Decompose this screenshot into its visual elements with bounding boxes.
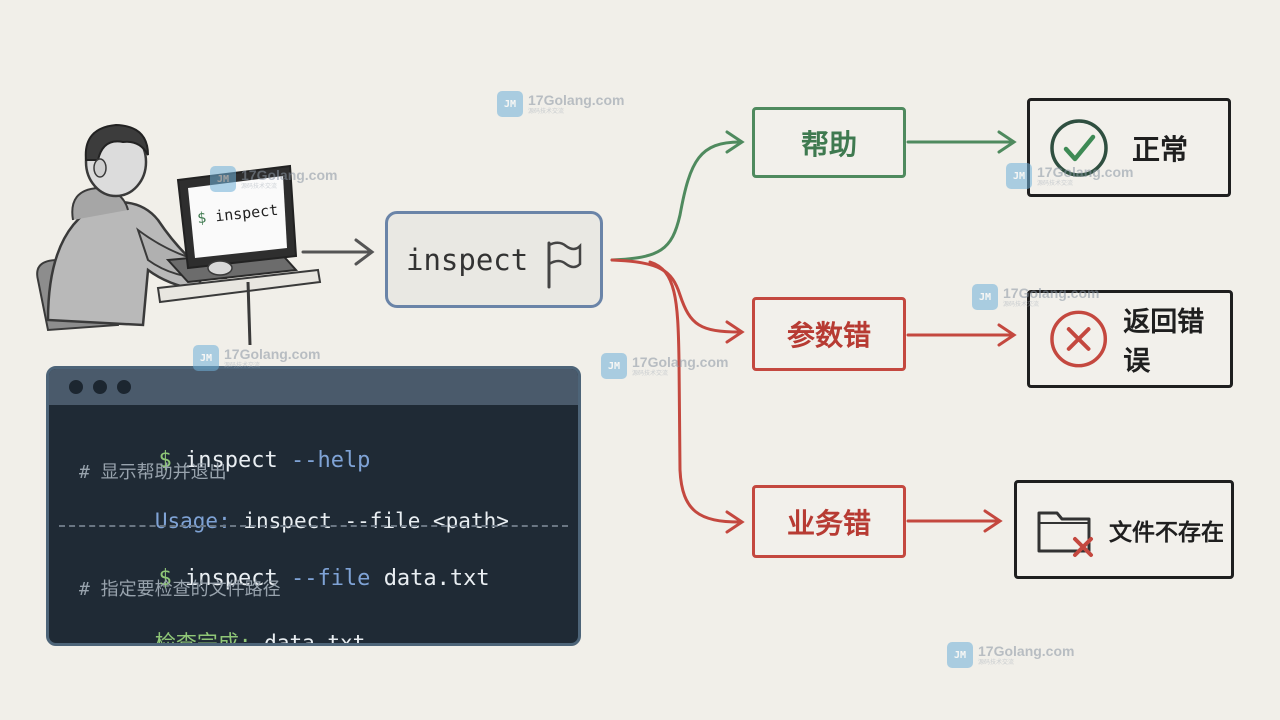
result-file-missing-label: 文件不存在	[1109, 519, 1224, 546]
watermark-logo-icon: JM	[601, 353, 627, 379]
result-return-error-label: 返回错误	[1123, 307, 1205, 377]
result-file-missing: 文件不存在	[1014, 480, 1234, 579]
terminal-line-4: $ inspect --file data.txt	[158, 566, 490, 591]
inspect-node: inspect	[385, 211, 603, 308]
terminal-line-5: # 指定要检查的文件路径	[79, 579, 281, 600]
arrow-biz-to-missing	[906, 509, 1003, 533]
branch-help-label: 帮助	[800, 127, 857, 161]
result-ok: 正常	[1027, 98, 1231, 197]
terminal-divider	[59, 525, 568, 527]
branch-help: 帮助	[752, 107, 906, 178]
arrow-param-to-error	[906, 323, 1017, 347]
flag-icon	[547, 241, 582, 289]
arrow-to-help	[610, 130, 745, 262]
arrow-person-to-inspect	[301, 238, 375, 266]
terminal-line-3: Usage: inspect --file <path>	[154, 509, 509, 533]
person-laptop-illustration	[36, 123, 322, 346]
watermark-logo-icon: JM	[947, 642, 973, 668]
branch-biz-error: 业务错	[752, 485, 906, 558]
arrow-help-to-ok	[906, 130, 1017, 154]
window-dot-icon	[69, 380, 83, 394]
watermark-logo-icon: JM	[210, 166, 236, 192]
arrow-to-param-error	[610, 258, 745, 344]
result-ok-label: 正常	[1132, 132, 1189, 166]
branch-param-error: 参数错	[752, 297, 906, 371]
window-dot-icon	[117, 380, 131, 394]
watermark-logo-icon: JM	[1006, 163, 1032, 189]
arrow-to-biz-error	[648, 260, 745, 534]
inspect-node-label: inspect	[406, 242, 529, 277]
window-dot-icon	[93, 380, 107, 394]
result-return-error: 返回错误	[1027, 290, 1233, 388]
terminal-line-2: # 显示帮助并退出	[79, 462, 227, 483]
terminal-line-6: 检查完成: data.txt	[154, 631, 366, 646]
terminal-title-bar	[49, 369, 578, 405]
check-circle-icon	[1050, 118, 1108, 177]
watermark-logo-icon: JM	[497, 91, 523, 117]
branch-param-error-label: 参数错	[786, 319, 871, 352]
watermark-logo-icon: JM	[972, 284, 998, 310]
laptop-prompt: $	[196, 208, 208, 228]
terminal-line-1: $ inspect --help	[158, 448, 371, 473]
watermark-logo-icon: JM	[193, 345, 219, 371]
x-circle-icon	[1050, 310, 1108, 368]
terminal-window: $ inspect --help # 显示帮助并退出 Usage: inspec…	[46, 366, 581, 646]
branch-biz-error-label: 业务错	[786, 506, 871, 540]
folder-error-icon	[1037, 511, 1093, 557]
